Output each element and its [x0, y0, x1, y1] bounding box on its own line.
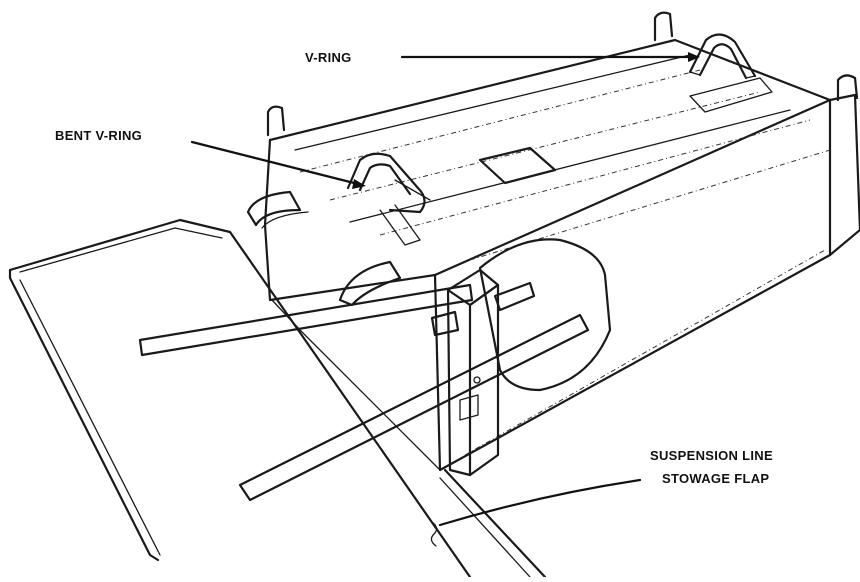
label-stowage-flap-line1: SUSPENSION LINE [650, 448, 773, 463]
label-bent-v-ring: BENT V-RING [55, 128, 142, 143]
label-v-ring: V-RING [305, 50, 352, 65]
corner-posts [266, 11, 859, 137]
callout-leaders [190, 52, 700, 547]
pack-tray-frame [8, 218, 547, 579]
leader-stowage-flap-tail [430, 521, 438, 547]
end-straps [246, 190, 402, 307]
front-cutout [478, 238, 612, 392]
leader-stowage-flap [438, 478, 642, 527]
label-stowage-flap-line2: STOWAGE FLAP [662, 471, 769, 486]
pull-straps [138, 281, 590, 502]
leader-bent-v-ring [190, 140, 360, 186]
pack-body [263, 38, 860, 472]
v-ring-upper [688, 33, 773, 113]
leader-v-ring-arrowhead [688, 52, 700, 62]
stowage-flap-post [446, 268, 500, 477]
bent-v-ring [346, 152, 431, 246]
leader-bent-v-ring-arrowhead [352, 179, 366, 189]
top-patch [478, 146, 557, 185]
